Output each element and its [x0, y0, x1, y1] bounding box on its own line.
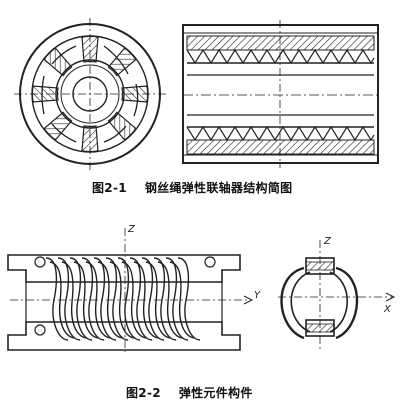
figure-2-1-title: 钢丝绳弹性联轴器结构简图: [144, 181, 293, 195]
figure-2-2-caption: 图2-2 弹性元件构件: [126, 384, 253, 401]
spring-element: [7, 228, 254, 352]
figure-2-1-caption: 图2-1 钢丝绳弹性联轴器结构简图: [92, 179, 292, 196]
figure-2-2-title: 弹性元件构件: [178, 386, 253, 400]
axis-label-y-main: Y: [254, 290, 261, 301]
ring-element: [278, 240, 396, 350]
coupling-section-view: [182, 20, 379, 168]
coupling-end-view: [14, 18, 168, 170]
spring-coils: [45, 257, 201, 341]
figure-2-2-number: 图2-2: [126, 386, 161, 400]
axis-label-z-side: Z: [323, 236, 332, 247]
rope-loops: [41, 45, 139, 143]
axis-label-z-main: Z: [127, 224, 136, 235]
figure-2-1-number: 图2-1: [92, 181, 127, 195]
axis-label-x-side: X: [383, 304, 392, 315]
rope-pockets: [31, 35, 149, 153]
